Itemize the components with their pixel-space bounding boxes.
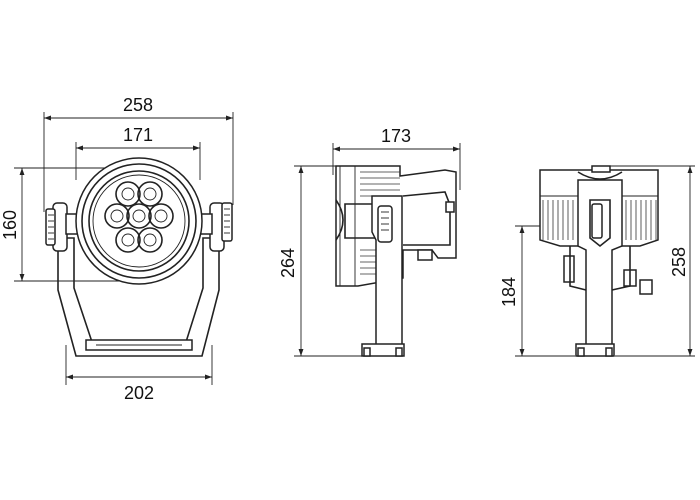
rear-fins xyxy=(542,200,657,240)
dim-label-160: 160 xyxy=(0,210,20,240)
dim-label-173: 173 xyxy=(381,126,411,146)
dim-label-171: 171 xyxy=(123,125,153,145)
right-knob xyxy=(209,202,233,252)
dim-label-264: 264 xyxy=(278,248,298,278)
side-view: 173 264 xyxy=(278,126,461,357)
dim-label-258-front: 258 xyxy=(123,95,153,115)
front-head xyxy=(65,157,213,285)
front-view: 258 171 160 202 xyxy=(0,95,234,403)
led-lenses xyxy=(104,181,174,253)
dim-label-184: 184 xyxy=(499,277,519,307)
left-knob xyxy=(45,202,68,252)
side-base xyxy=(361,343,405,357)
dim-label-258-rear: 258 xyxy=(669,247,689,277)
front-bracket xyxy=(57,237,220,357)
dim-label-202: 202 xyxy=(124,383,154,403)
rear-base xyxy=(575,343,615,357)
rear-view: 184 258 xyxy=(499,165,695,357)
